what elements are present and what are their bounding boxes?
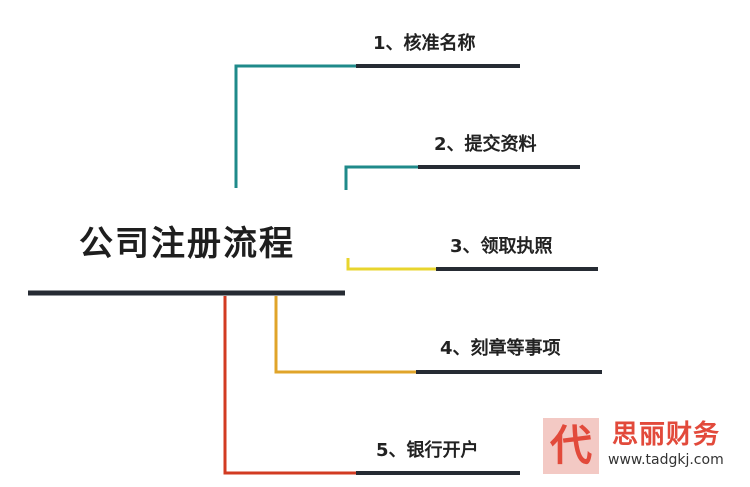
connector-step-2: [344, 165, 418, 190]
connector-step-3: [346, 258, 436, 271]
connector-step-4: [274, 296, 416, 374]
step-3-label: 3、领取执照: [450, 236, 553, 257]
diagram-title: 公司注册流程: [79, 224, 295, 264]
connector-step-5: [223, 296, 356, 475]
watermark-logo-glyph: 代: [549, 421, 592, 470]
step-1-label: 1、核准名称: [373, 33, 476, 54]
step-2-label: 2、提交资料: [434, 134, 537, 155]
watermark-logo: 代: [543, 418, 599, 474]
step-4-label: 4、刻章等事项: [440, 338, 561, 359]
step-5-label: 5、银行开户: [376, 440, 479, 461]
watermark-url: www.tadgkj.com: [608, 452, 724, 468]
connector-step-1: [234, 64, 356, 188]
watermark-brand-name: 思丽财务: [612, 420, 721, 450]
